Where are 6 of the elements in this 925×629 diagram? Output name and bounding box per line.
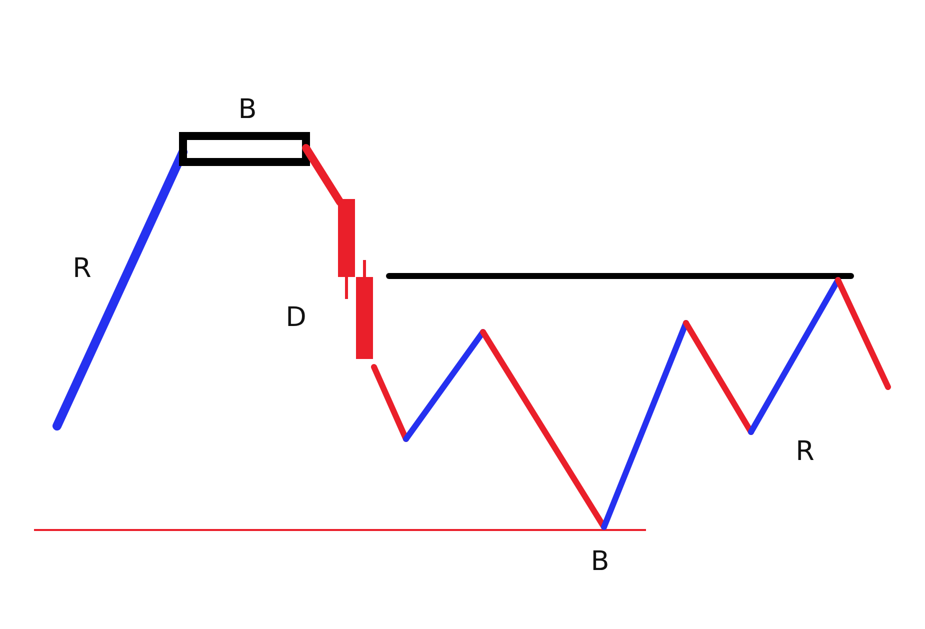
pattern-label: R bbox=[72, 254, 92, 284]
pattern-label: B bbox=[238, 95, 257, 125]
pattern-label: D bbox=[286, 303, 306, 333]
pattern-label: B bbox=[590, 547, 610, 577]
pattern-label: R bbox=[796, 437, 814, 467]
base-zone-box bbox=[179, 132, 310, 166]
